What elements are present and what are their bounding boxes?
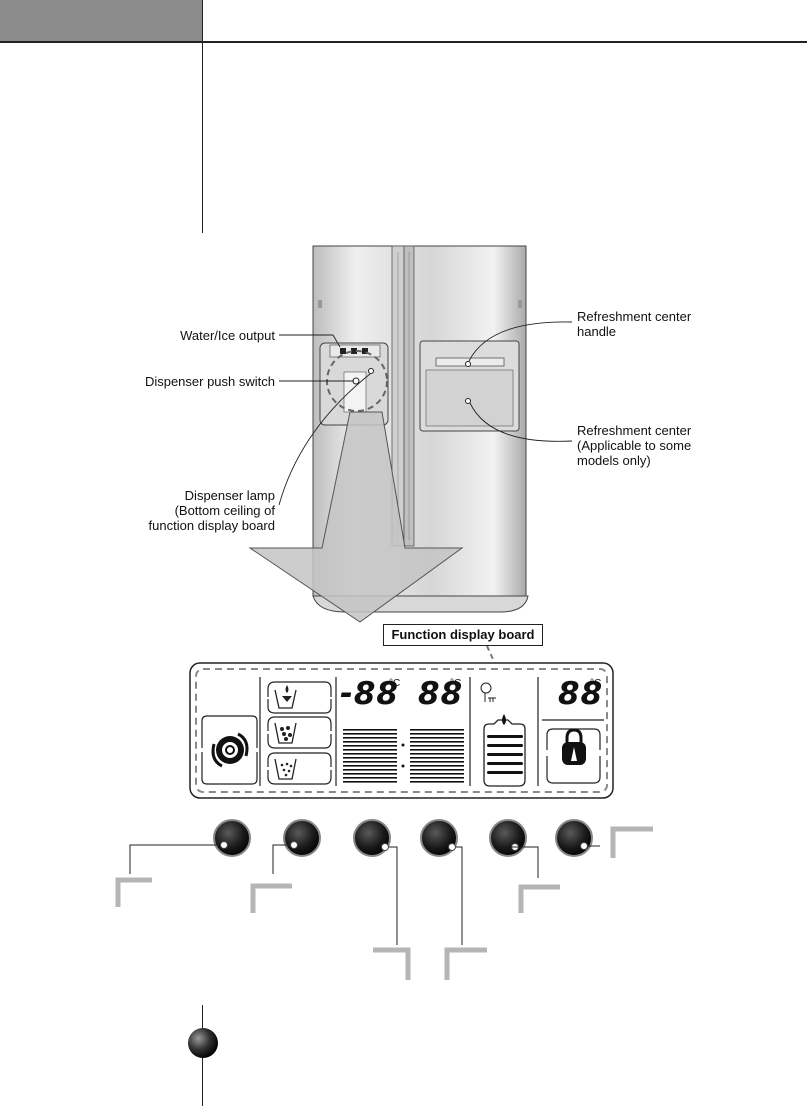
label-refreshment-center: Refreshment center (Applicable to some m… — [577, 423, 692, 468]
function-display-board-title: Function display board — [383, 624, 543, 646]
label-dispenser-lamp: Dispenser lamp (Bottom ceiling of functi… — [148, 488, 275, 533]
lock-icon — [546, 728, 601, 784]
extra-temp-unit: °C — [590, 678, 602, 689]
water-filter-icon — [483, 714, 526, 787]
filter-reset-icon — [480, 682, 496, 702]
control-buttons — [213, 819, 593, 857]
fridge-temp-display: 88 — [418, 676, 464, 712]
label-dispenser-push-switch: Dispenser push switch — [144, 374, 275, 389]
header-rule — [0, 41, 807, 43]
label-water-ice-output: Water/Ice output — [180, 328, 275, 343]
function-display-board — [189, 662, 614, 799]
freezer-temp-unit: °C — [389, 678, 401, 689]
cubed-ice-cup-icon — [267, 716, 332, 749]
fridge-temp-unit: °C — [450, 678, 462, 689]
freezer-temp-display: -88 — [340, 676, 400, 712]
water-cup-icon — [267, 681, 332, 714]
eco-swirl-icon — [211, 732, 249, 768]
section-bullet-icon — [188, 1028, 218, 1058]
section-header-tab — [0, 0, 203, 42]
crushed-ice-cup-icon — [267, 752, 332, 785]
side-rule — [202, 0, 203, 233]
extra-temp-display: 88 — [558, 676, 604, 712]
label-refreshment-center-handle: Refreshment center handle — [577, 309, 692, 339]
